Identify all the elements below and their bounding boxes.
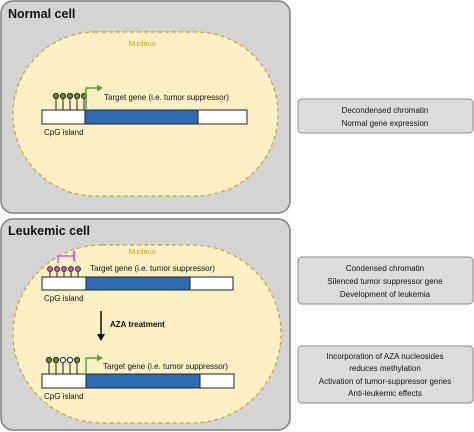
leukemic-before-gene-label: Target gene (i.e. tumor suppressor) [90, 264, 215, 273]
normal-cpg-label: CpG island [44, 128, 84, 137]
leukemic-before-cpg-label: CpG island [44, 294, 84, 303]
leukemic-after-effect-2: reduces methylation [349, 364, 421, 373]
leukemic-before-gene-body [85, 276, 191, 291]
normal-effects-box: Decondensed chromatin Normal gene expres… [297, 98, 474, 134]
blocked-transcription-icon [57, 251, 75, 263]
leukemic-before-effect-1: Condensed chromatin [346, 264, 424, 273]
normal-effect-2: Normal gene expression [342, 119, 429, 128]
leukemic-after-construct: Target gene (i.e. tumor suppressor) CpG … [41, 354, 235, 401]
leukemic-before-effect-2: Silenced tumor suppressor gene [327, 277, 443, 286]
aza-treatment-arrow: AZA treatment [97, 311, 165, 341]
leukemic-after-gene-label: Target gene (i.e. tumor suppressor) [103, 362, 228, 371]
normal-gene-label: Target gene (i.e. tumor suppressor) [104, 93, 229, 102]
leukemic-after-effect-1: Incorporation of AZA nucleosides [327, 352, 444, 361]
leukemic-nucleus-label: Nucleus [128, 247, 155, 256]
leukemic-cell-panel: Leukemic cell Nucleus Target gene (i.e. … [0, 218, 291, 431]
leukemic-before-effect-3: Development of leukemia [340, 290, 431, 299]
leukemic-after-effect-3: Activation of tumor-suppressor genes [319, 377, 452, 386]
restored-transcription-arrow [85, 354, 103, 374]
normal-gene-body [84, 109, 199, 125]
normal-cell-title: Normal cell [8, 7, 75, 21]
normal-effect-1: Decondensed chromatin [342, 106, 429, 115]
leukemic-cell-title: Leukemic cell [8, 224, 90, 238]
leukemic-before-methyl-lollipops [47, 266, 81, 277]
normal-gene-construct: Target gene (i.e. tumor suppressor) CpG … [41, 84, 248, 137]
normal-transcription-arrow [85, 84, 103, 110]
leukemic-after-effects-box: Incorporation of AZA nucleosides reduces… [297, 345, 474, 404]
leukemic-before-construct: Target gene (i.e. tumor suppressor) CpG … [41, 251, 234, 303]
leukemic-after-gene-body [85, 373, 201, 389]
leukemic-after-methyl-lollipops [45, 356, 81, 374]
normal-cell-panel: Normal cell Nucleus Target gene (i.e. tu… [0, 0, 291, 214]
normal-nucleus-label: Nucleus [128, 39, 155, 48]
leukemic-before-effects-box: Condensed chromatin Silenced tumor suppr… [297, 256, 474, 305]
aza-treatment-label: AZA treatment [110, 320, 165, 329]
leukemic-after-cpg-label: CpG island [44, 392, 84, 401]
leukemic-after-effect-4: Anti-leukemic effects [348, 389, 422, 398]
